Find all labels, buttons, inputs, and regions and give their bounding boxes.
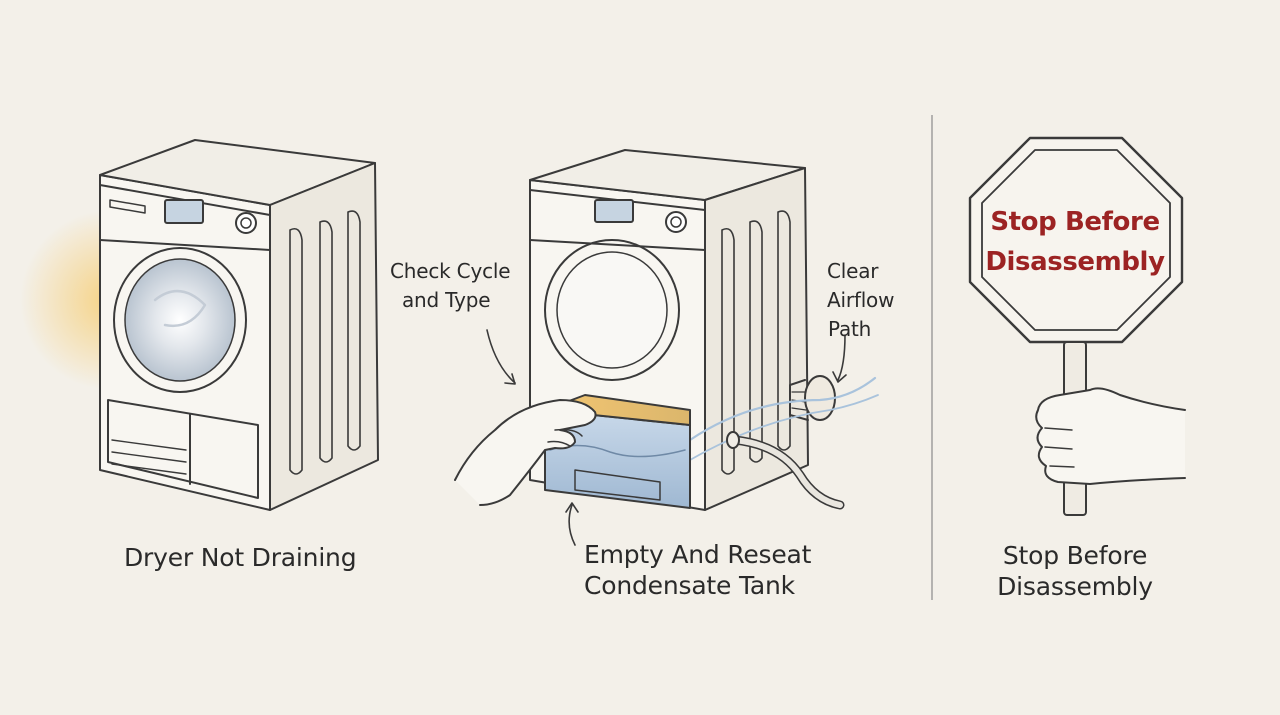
stop-caption-line1: Stop Before <box>1002 541 1148 570</box>
condensate-tank-caption-line2: Condensate Tank <box>584 571 795 600</box>
stop-sign-text-line2: Disassembly <box>985 247 1165 277</box>
condensate-tank-caption-line1: Empty And Reseat <box>584 540 812 569</box>
check-cycle-callout-line1: Check Cycle <box>390 259 511 283</box>
check-cycle-callout-line2: and Type <box>402 288 491 312</box>
airflow-callout-line3: Path <box>828 317 872 341</box>
dryer-left <box>20 139 379 511</box>
stop-sign <box>968 136 1186 516</box>
airflow-callout-line2: Airflow <box>827 288 895 312</box>
airflow-callout-line1: Clear <box>827 259 879 283</box>
stop-sign-text: Stop Before Disassembly <box>968 202 1182 282</box>
stop-sign-text-line1: Stop Before <box>990 207 1160 237</box>
dryer-middle <box>454 149 879 546</box>
stop-caption-line2: Disassembly <box>997 572 1153 601</box>
dryer-not-draining-caption: Dryer Not Draining <box>124 543 357 572</box>
